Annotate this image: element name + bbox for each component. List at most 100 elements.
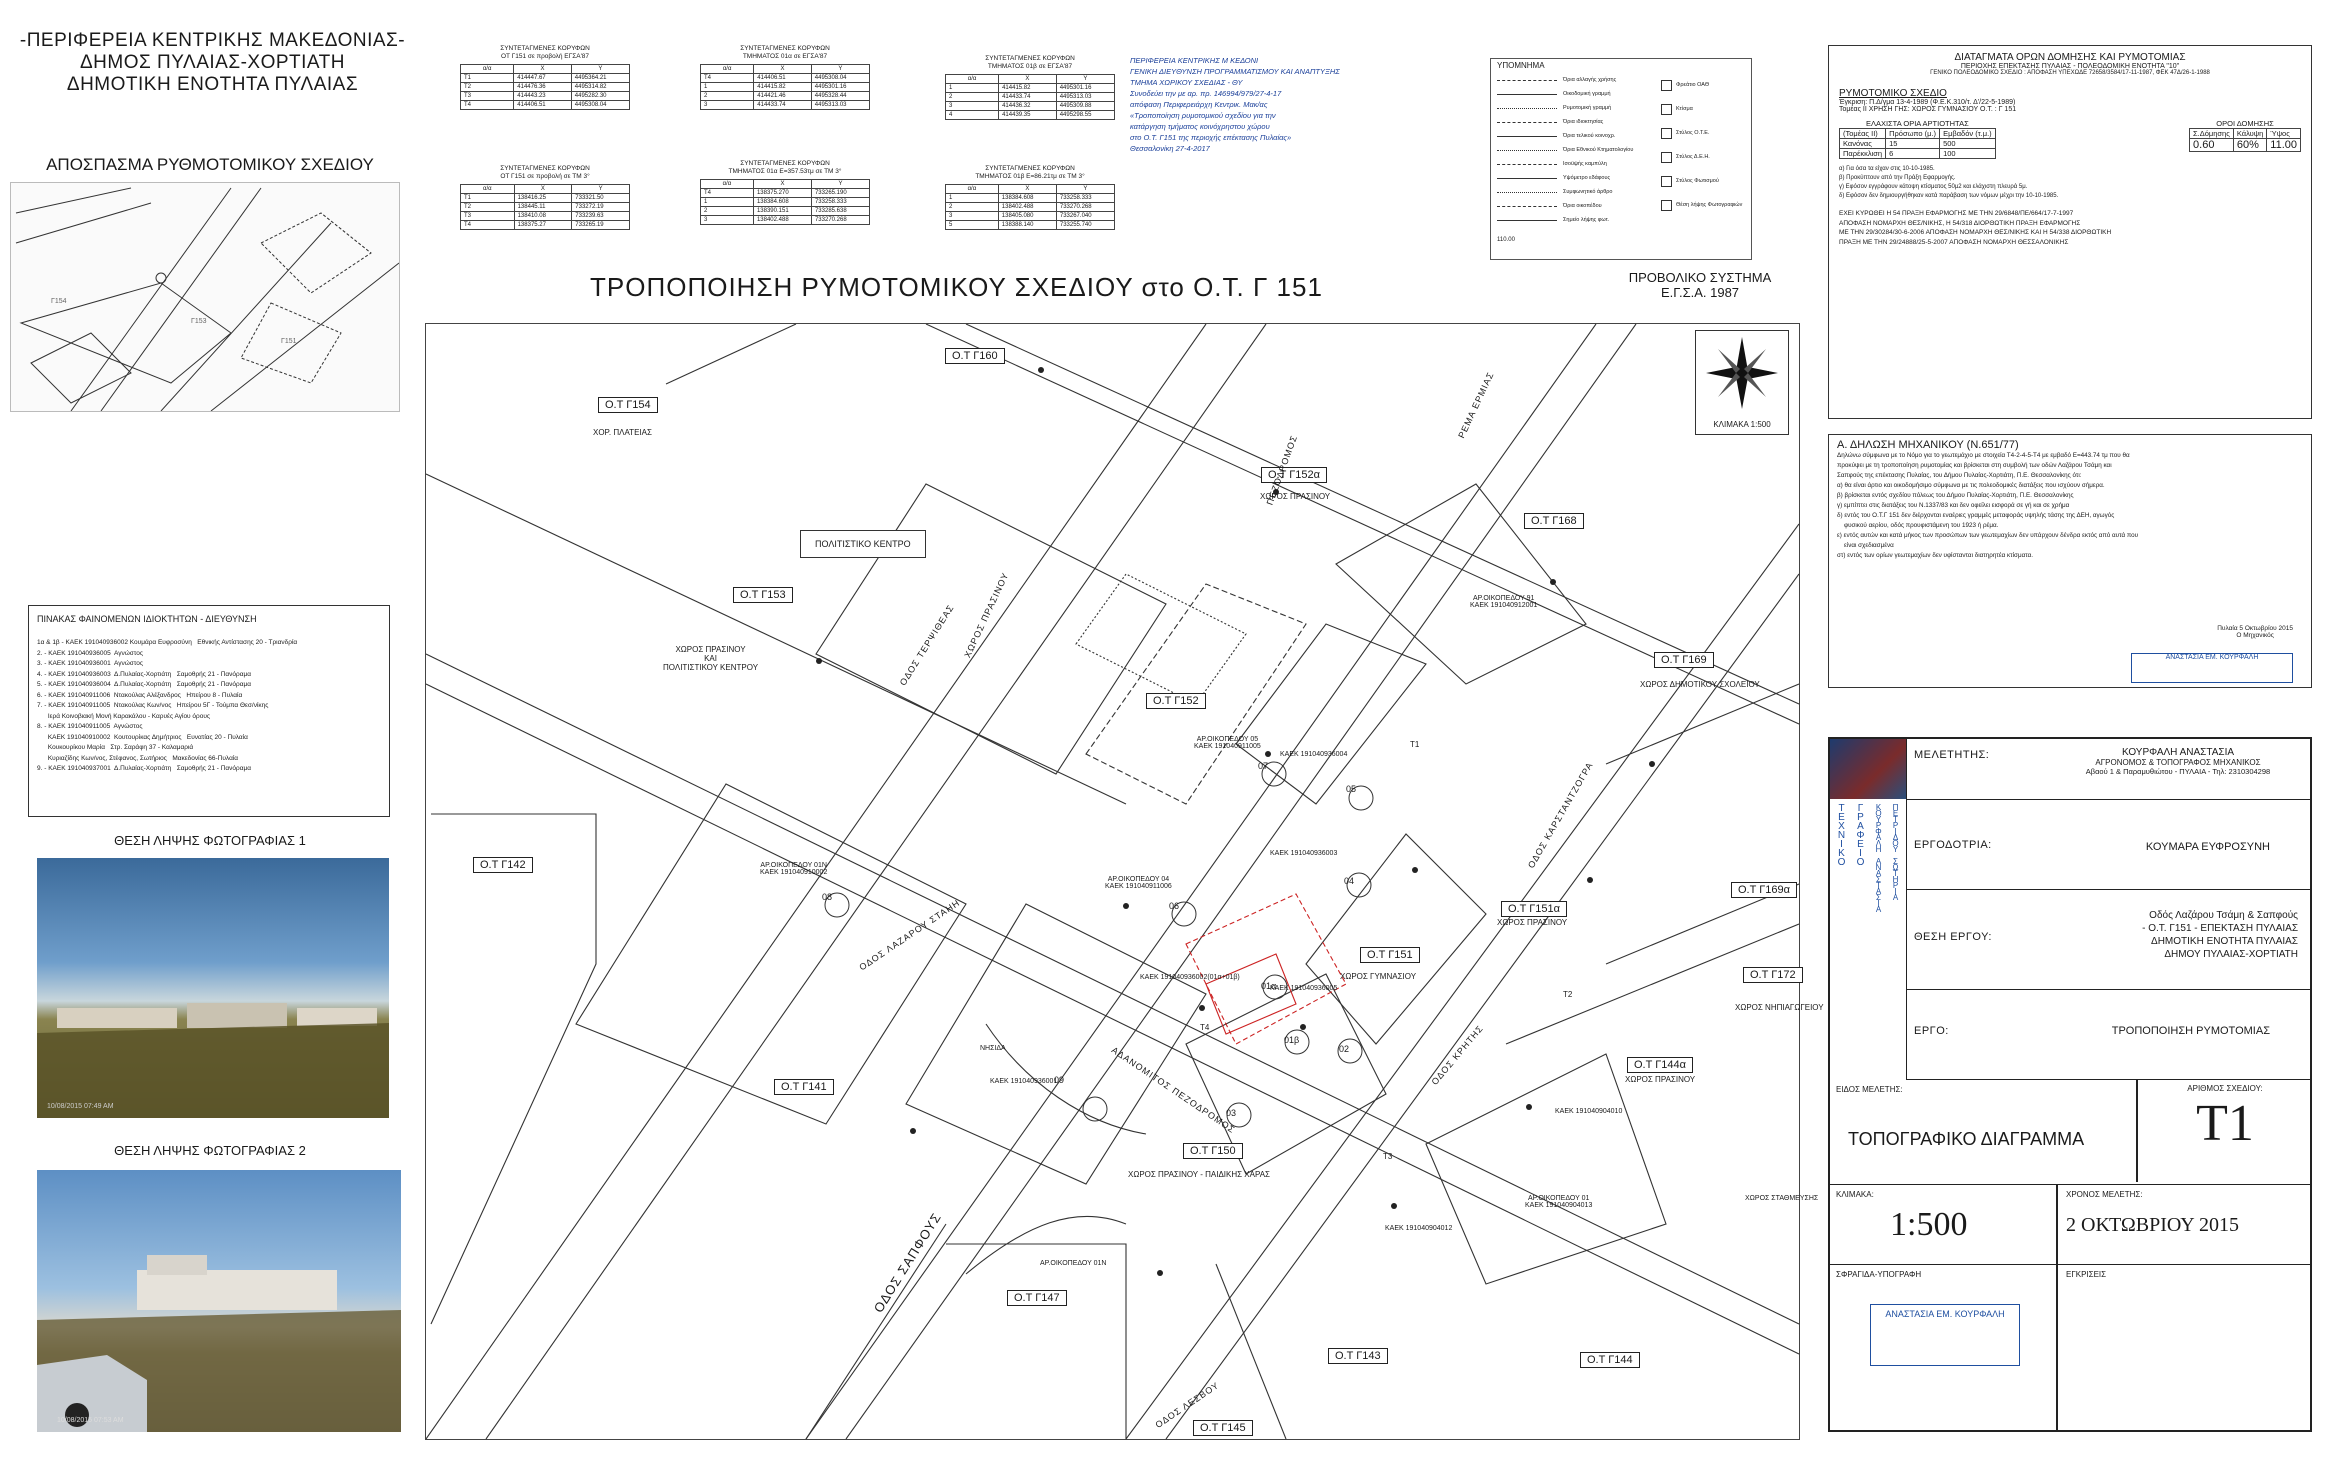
approval-line: ΠΕΡΙΦΕΡΕΙΑ ΚΕΝΤΡΙΚΗΣ Μ ΚΕΔΟΝΙ (1130, 56, 1259, 65)
legend-swatch (1497, 121, 1557, 123)
block-label: Ο.Τ Γ145 (1193, 1420, 1253, 1436)
block-note: ΧΩΡΟΣ ΠΡΑΣΙΝΟΥ - ΠΑΙΔΙΚΗΣ ΧΑΡΑΣ (1128, 1170, 1270, 1179)
owner-row: 8. - ΚΑΕΚ 191040911005 Αγνώστος (37, 723, 143, 730)
company-logo (1830, 739, 1906, 799)
coord-cell: Τ3 (459, 91, 515, 101)
coord-cell: 1 (700, 197, 754, 207)
coord-cell: Τ4 (460, 220, 515, 230)
coord-header-cell: Υ (810, 179, 871, 189)
coord-cell: 414421.46 (753, 91, 812, 101)
coord-cell: 4495364.21 (570, 73, 631, 83)
parcel-info: ΑΡ.ΟΙΚΟΠΕΔΟΥ 04 ΚΑΕΚ 191040911006 (1105, 876, 1172, 890)
block-label: Ο.Τ Γ142 (473, 857, 533, 873)
legend-item-label: Όρια ιδιοκτησίας (1563, 119, 1604, 125)
owner-row: 6. - ΚΑΕΚ 191040911006 Ντακούλας Αλέξανδ… (37, 691, 243, 699)
block-label: Ο.Τ Γ147 (1007, 1290, 1067, 1306)
legend-row: Όρια αλλαγής χρήσης (1497, 73, 1647, 87)
block-label: Ο.Τ Γ154 (598, 397, 658, 413)
site-line: ΔΗΜΟΤΙΚΗ ΕΝΟΤΗΤΑ ΠΥΛΑΙΑΣ (2151, 936, 2298, 947)
coord-cell: 733239.63 (571, 211, 630, 221)
parcel-number: 05 (1346, 784, 1357, 794)
block-note: ΧΩΡΟΣ ΓΥΜΝΑΣΙΟΥ (1340, 972, 1417, 981)
legend-swatch (1497, 205, 1557, 207)
designer-role: ΑΓΡΟΝΟΜΟΣ & ΤΟΠΟΓΡΑΦΟΣ ΜΗΧΑΝΙΚΟΣ (2095, 758, 2261, 767)
legend-symbol-icon (1661, 127, 1672, 139)
coord-header-cell: Χ (513, 64, 572, 74)
coord-cell: 733255.740 (1055, 220, 1116, 230)
coord-table-title: ΣΥΝΤΕΤΑΓΜΕΝΕΣ ΚΟΡΥΦΩΝ ΤΜΗΜΑΤΟΣ 01α Ε=357… (728, 160, 842, 175)
parcel-number: 06 (1169, 901, 1180, 911)
block-label: Ο.Τ Γ172 (1743, 967, 1803, 983)
decree-ratified-line: ΜΕ ΤΗΝ 29/30284/30-6-2006 ΑΠΟΦΑΣΗ ΝΟΜΑΡΧ… (1839, 229, 2112, 236)
scale-row: ΚΛΙΜΑΚΑ: 1:500 ΧΡΟΝΟΣ ΜΕΛΕΤΗΣ: 2 ΟΚΤΩΒΡΙ… (1830, 1184, 2310, 1265)
engineer-stamp-text: ΑΝΑΣΤΑΣΙΑ ΕΜ. ΚΟΥΡΦΑΛΗ (2165, 654, 2259, 661)
corner-point: Τ3 (1383, 1152, 1393, 1161)
coord-header-cell: α/α (460, 184, 515, 194)
work-row: ΕΡΓΟ: ΤΡΟΠΟΠΟΙΗΣΗ ΡΥΜΟΤΟΜΙΑΣ (1906, 989, 2310, 1080)
engineer-line: β) βρίσκεται εντός σχεδίου πόλεως του Δή… (1837, 492, 2074, 499)
legend-right-row: Στύλος Ο.Τ.Ε. (1661, 121, 1747, 145)
coord-cell: 3 (699, 100, 755, 110)
engineer-line: φυσικού αερίου, οδός προυφιστάμενη του 1… (1837, 522, 1999, 529)
photo1-image: 10/08/2015 07:49 AM (37, 858, 389, 1118)
coord-cell: 733270.268 (1055, 202, 1116, 212)
coord-cell: 3 (944, 101, 1000, 111)
coord-cell: 414447.67 (513, 73, 572, 83)
header-line2: ΔΗΜΟΣ ΠΥΛΑΙΑΣ-ΧΟΡΤΙΑΤΗ (79, 52, 345, 73)
legend-swatch (1497, 219, 1557, 221)
legend-swatch (1497, 107, 1557, 109)
engineer-line: προκύψει με τη τροποποίηση ρυμοτομίας κα… (1837, 462, 2112, 469)
parcel-info: ΑΡ.ΟΙΚΟΠΕΔΟΥ 05 ΚΑΕΚ 191040911005 (1194, 736, 1261, 750)
approval-line: ΤΜΗΜΑ ΧΩΡΙΚΟΥ ΣΧΕΔΙΑΣ - ΘΥ (1130, 78, 1243, 87)
owner-row: 2. - ΚΑΕΚ 191040936005 Αγνώστος (37, 649, 144, 657)
legend-right-label: Στύλος Ο.Τ.Ε. (1676, 130, 1710, 136)
coord-cell: 414436.32 (998, 101, 1057, 111)
coord-header-cell: Χ (513, 184, 573, 194)
header-left: -ΠΕΡΙΦΕΡΕΙΑ ΚΕΝΤΡΙΚΗΣ ΜΑΚΕΔΟΝΙΑΣ- ΔΗΜΟΣ … (10, 30, 415, 96)
designer-name: ΚΟΥΡΦΑΛΗ ΑΝΑΣΤΑΣΙΑ (2121, 747, 2235, 758)
legend-row: Όρια Εθνικού Κτηματολογίου (1497, 143, 1647, 157)
coord-table: ΣΥΝΤΕΤΑΓΜΕΝΕΣ ΚΟΡΥΦΩΝ ΟΤ Γ151 σε προβολή… (460, 165, 630, 230)
legend-row: Σημείο λήψης φωτ. (1497, 213, 1647, 227)
main-title: ΤΡΟΠΟΠΟΙΗΣΗ ΡΥΜΟΤΟΜΙΚΟΥ ΣΧΕΔΙΟΥ στο Ο.Τ.… (590, 272, 1323, 302)
coord-cell: 733270.268 (810, 215, 871, 225)
coord-cell: 4495301.16 (1055, 83, 1116, 93)
title-block: ΤΕΧΝΙΚΟ ΓΡΑΦΕΙΟ ΚΟΥΡΦΑΛΗ ΑΝΑΣΤΑΣΙΑ ΠΕΤΡΙ… (1828, 737, 2312, 1432)
corner-point: Τ4 (1200, 1023, 1210, 1032)
coord-table-title: ΣΥΝΤΕΤΑΓΜΕΝΕΣ ΚΟΡΥΦΩΝ ΤΜΗΜΑΤΟΣ 01β σε ΕΓ… (985, 55, 1075, 70)
engineer-line: είναι σχεδιασμένα (1837, 542, 1894, 549)
coord-cell: 2 (944, 92, 1000, 102)
block-label: Ο.Τ Γ151α (1501, 901, 1567, 917)
legend-right-label: Θέση λήψης Φωτογραφιών (1676, 202, 1743, 208)
coord-header-cell: α/α (699, 64, 755, 74)
approval-stamp: ΠΕΡΙΦΕΡΕΙΑ ΚΕΝΤΡΙΚΗΣ Μ ΚΕΔΟΝΙ ΓΕΝΙΚΗ ΔΙΕΥ… (1130, 55, 1400, 154)
legend-symbol-icon (1661, 79, 1672, 91)
legend-symbol-icon (1661, 103, 1672, 115)
projection: ΠΡΟΒΟΛΙΚΟ ΣΥΣΤΗΜΑ Ε.Γ.Σ.Α. 1987 (1620, 270, 1780, 300)
map-note: ΧΩΡΟΣ ΣΤΑΘΜΕΥΣΗΣ (1745, 1195, 1819, 1202)
legend-row: Συμφωνητικό άρθρο (1497, 185, 1647, 199)
coord-cell: 138402.488 (997, 202, 1057, 212)
coord-header-cell: Χ (997, 184, 1057, 194)
owner-row: ΚΑΕΚ 191040910002 Κουτουρίκας Δημήτριος … (37, 733, 248, 741)
engineer-line: Δηλώνω σύμφωνα με το Νόμο για το γεωτεμά… (1837, 452, 2130, 459)
designer-row: ΜΕΛΕΤΗΤΗΣ: ΚΟΥΡΦΑΛΗ ΑΝΑΣΤΑΣΙΑ ΑΓΡΟΝΟΜΟΣ … (1906, 739, 2310, 800)
approval-line: ΓΕΝΙΚΗ ΔΙΕΥΘΥΝΣΗ ΠΡΟΓΡΑΜΜΑΤΙΣΜΟΥ ΚΑΙ ΑΝΑ… (1130, 67, 1340, 76)
coord-cell: 138375.270 (752, 188, 812, 198)
parcel-number: 07 (1258, 761, 1269, 771)
svg-text:Γ154: Γ154 (51, 298, 67, 305)
coord-cell: Τ3 (460, 211, 515, 221)
engineer-line: ε) εντός αυτών και κατά μήκος των προσώπ… (1837, 532, 2139, 539)
photo2-stamp: 10/08/2015 07:53 AM (57, 1417, 124, 1424)
site-row: ΘΕΣΗ ΕΡΓΟΥ: Οδός Λαζάρου Τσάμη & Σαπφούς… (1906, 889, 2310, 990)
site-line: - Ο.Τ. Γ151 - ΕΠΕΚΤΑΣΗ ΠΥΛΑΙΑΣ (2142, 923, 2298, 934)
projection-line2: Ε.Γ.Σ.Α. 1987 (1660, 285, 1740, 300)
map-drawing (426, 324, 1799, 1439)
approval-line: απόφαση Περιφερειάρχη Κεντρικ. Μακ/ας (1130, 100, 1268, 109)
parcel-info: ΚΑΕΚ 191040936005 (1270, 985, 1338, 992)
legend-symbol-icon (1661, 151, 1672, 163)
min-h1: Πρόσωπο (μ.) (1885, 128, 1941, 139)
approval-line: «Τροποποίηση ρυμοτομικού σχεδίου για την (1130, 111, 1276, 120)
